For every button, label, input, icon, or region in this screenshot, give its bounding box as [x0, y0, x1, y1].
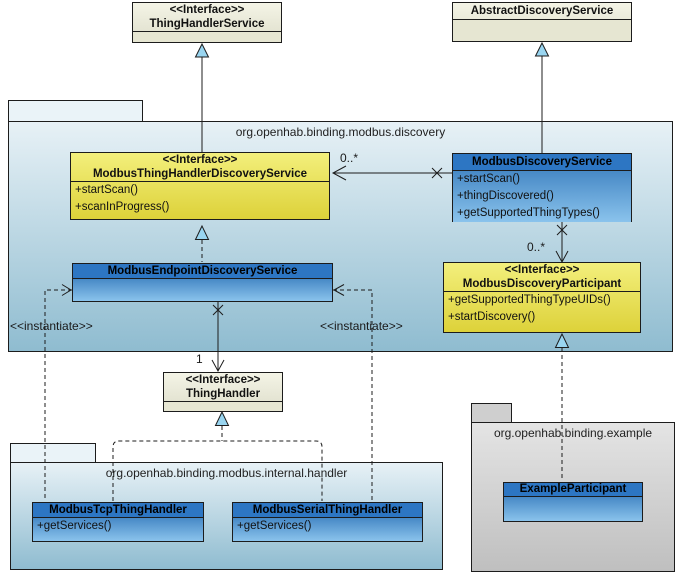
empty-compartment — [164, 402, 282, 411]
empty-compartment — [73, 279, 332, 301]
edge-mthds-realizes-thinghandlerservice — [194, 42, 210, 152]
edge-example-realizes-participant — [554, 332, 570, 481]
class-name: ThingHandlerService — [149, 18, 265, 30]
empty-compartment — [453, 20, 631, 41]
method: +startScan() — [457, 173, 520, 185]
class-name: ThingHandler — [185, 388, 261, 400]
package-example-name: org.openhab.binding.example — [493, 426, 653, 440]
edge-endpoint-to-thinghandler-association — [211, 302, 225, 373]
class-name: ExampleParticipant — [504, 483, 642, 497]
class-stereotype: <<Interface>> — [185, 374, 261, 386]
class-name: ModbusSerialThingHandler — [233, 503, 422, 518]
edge-endpoint-realizes-mthds — [194, 224, 210, 262]
empty-compartment — [504, 497, 642, 521]
package-internal-handler-name: org.openhab.binding.modbus.internal.hand… — [105, 466, 348, 480]
edge-handlers-realize-thinghandler — [112, 410, 323, 501]
method: +thingDiscovered() — [457, 190, 554, 202]
edge-tcp-instantiates-endpoint — [44, 284, 72, 501]
class-name: AbstractDiscoveryService — [453, 3, 631, 20]
edge-mds-to-participant-association — [555, 222, 569, 264]
class-name: ModbusDiscoveryService — [453, 154, 631, 171]
method: +getServices() — [37, 520, 112, 532]
class-example-participant: ExampleParticipant — [503, 482, 643, 522]
method: +getSupportedThingTypeUIDs() — [448, 294, 611, 306]
empty-compartment — [133, 32, 281, 42]
class-modbus-discovery-service: ModbusDiscoveryService +startScan() +thi… — [452, 153, 632, 222]
method: +startDiscovery() — [448, 311, 536, 323]
class-modbus-serial-thing-handler: ModbusSerialThingHandler +getServices() — [232, 502, 423, 542]
method: +getServices() — [237, 520, 312, 532]
class-name: ModbusThingHandlerDiscoveryService — [92, 168, 308, 180]
instantiate-label: <<instantiate>> — [320, 319, 403, 333]
class-thing-handler: <<Interface>> ThingHandler — [163, 372, 283, 412]
multiplicity-label: 1 — [196, 352, 203, 366]
edge-serial-instantiates-endpoint — [332, 284, 373, 501]
class-stereotype: <<Interface>> — [169, 4, 245, 16]
multiplicity-label: 0..* — [340, 151, 359, 165]
instantiate-label: <<instantiate>> — [10, 319, 93, 333]
class-thing-handler-service: <<Interface>> ThingHandlerService — [132, 2, 282, 43]
multiplicity-label: 0..* — [527, 240, 546, 254]
class-modbus-tcp-thing-handler: ModbusTcpThingHandler +getServices() — [32, 502, 204, 542]
class-modbus-endpoint-discovery-service: ModbusEndpointDiscoveryService — [72, 263, 333, 302]
class-name: ModbusEndpointDiscoveryService — [73, 264, 332, 279]
class-stereotype: <<Interface>> — [162, 154, 238, 166]
class-abstract-discovery-service: AbstractDiscoveryService — [452, 2, 632, 42]
class-stereotype: <<Interface>> — [504, 264, 580, 276]
edge-mds-extends-abstractdiscoveryservice — [534, 41, 550, 153]
class-modbus-thing-handler-discovery-service: <<Interface>> ModbusThingHandlerDiscover… — [70, 152, 330, 220]
class-modbus-discovery-participant: <<Interface>> ModbusDiscoveryParticipant… — [443, 262, 641, 333]
method: +scanInProgress() — [75, 201, 170, 213]
method: +getSupportedThingTypes() — [457, 207, 600, 219]
class-name: ModbusTcpThingHandler — [33, 503, 203, 518]
package-discovery-name: org.openhab.binding.modbus.discovery — [235, 125, 446, 139]
class-name: ModbusDiscoveryParticipant — [462, 278, 622, 290]
edge-mds-to-mthds-association — [331, 165, 452, 181]
method: +startScan() — [75, 184, 138, 196]
